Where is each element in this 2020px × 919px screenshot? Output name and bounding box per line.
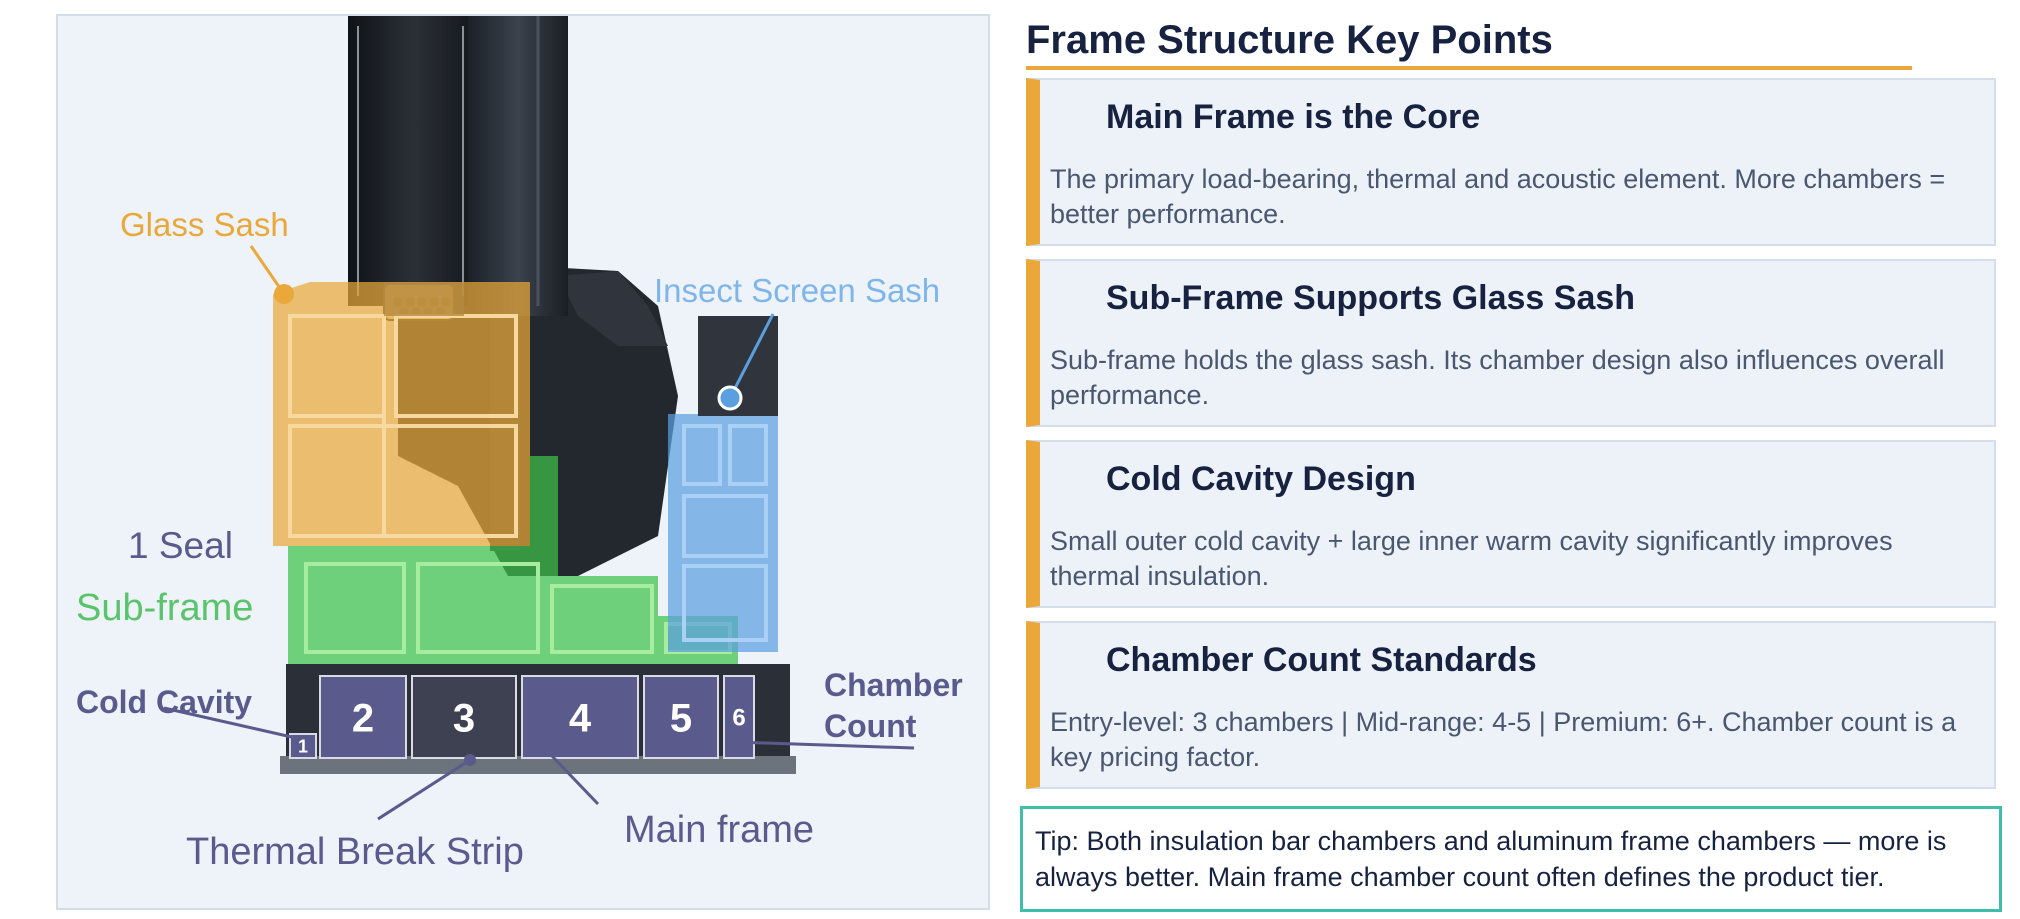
key-point-card-chamber-count: Chamber Count Standards Entry-level: 3 c… <box>1026 621 1996 789</box>
key-point-title: Cold Cavity Design <box>1106 460 1416 498</box>
glass-outer-rail <box>468 16 568 316</box>
chamber-count-label-line2: Count <box>824 708 917 744</box>
chamber-count-label-line1: Chamber <box>824 667 963 703</box>
sub-frame-region <box>288 456 738 664</box>
cold-cavity-label: Cold Cavity <box>76 684 252 720</box>
key-point-body: Entry-level: 3 chambers | Mid-range: 4-5… <box>1050 707 1957 772</box>
key-points-title: Frame Structure Key Points <box>1026 18 1553 62</box>
chamber-number: 1 <box>298 736 308 756</box>
glass-pane <box>348 16 478 306</box>
key-point-card-sub-frame: Sub-Frame Supports Glass Sash Sub-frame … <box>1026 259 1996 427</box>
title-underline <box>1026 66 1912 70</box>
chamber-cell <box>723 675 755 759</box>
chamber-number: 6 <box>732 705 745 732</box>
chamber-cell <box>643 675 719 759</box>
key-point-title: Main Frame is the Core <box>1106 98 1481 136</box>
chamber-cell <box>319 675 407 759</box>
chamber-number: 4 <box>569 696 592 740</box>
tip-text: Tip: Both insulation bar chambers and al… <box>1035 826 1947 892</box>
thermal-break-pointer <box>464 754 476 766</box>
tip-box: Tip: Both insulation bar chambers and al… <box>1020 806 2002 912</box>
sub-frame-label: Sub-frame <box>76 587 253 629</box>
chamber-number: 3 <box>453 696 475 740</box>
key-point-title: Sub-Frame Supports Glass Sash <box>1106 279 1636 317</box>
key-point-card-cold-cavity: Cold Cavity Design Small outer cold cavi… <box>1026 440 1996 608</box>
key-point-body: Small outer cold cavity + large inner wa… <box>1050 526 1893 591</box>
window-profile-diagram: 1 2 3 4 5 6 Glass Sash Insect Screen Sash 1 S… <box>56 14 990 910</box>
key-point-body: Sub-frame holds the glass sash. Its cham… <box>1050 345 1945 410</box>
glass-sash-label: Glass Sash <box>120 206 289 243</box>
thermal-break-strip-label: Thermal Break Strip <box>186 831 524 873</box>
insect-screen-pointer <box>717 385 743 411</box>
chamber-number: 5 <box>670 696 692 740</box>
insect-screen-sash-region <box>668 414 778 652</box>
main-frame-label: Main frame <box>624 809 814 851</box>
chamber-cells: 1 2 3 4 5 6 <box>289 675 755 759</box>
key-point-card-main-frame: Main Frame is the Core The primary load-… <box>1026 78 1996 246</box>
chamber-cell <box>521 675 639 759</box>
chamber-cell <box>411 675 517 759</box>
cross-section-illustration: 1 2 3 4 5 6 Glass Sash Insect Screen Sash 1 S… <box>76 16 963 873</box>
key-point-body: The primary load-bearing, thermal and ac… <box>1050 164 1946 229</box>
seal-label: 1 Seal <box>128 525 233 566</box>
key-point-title: Chamber Count Standards <box>1106 641 1537 679</box>
screen-rail <box>558 271 668 346</box>
glass-sash-pointer <box>274 284 294 304</box>
chamber-number: 2 <box>352 696 374 740</box>
insect-screen-sash-label: Insect Screen Sash <box>654 272 940 309</box>
